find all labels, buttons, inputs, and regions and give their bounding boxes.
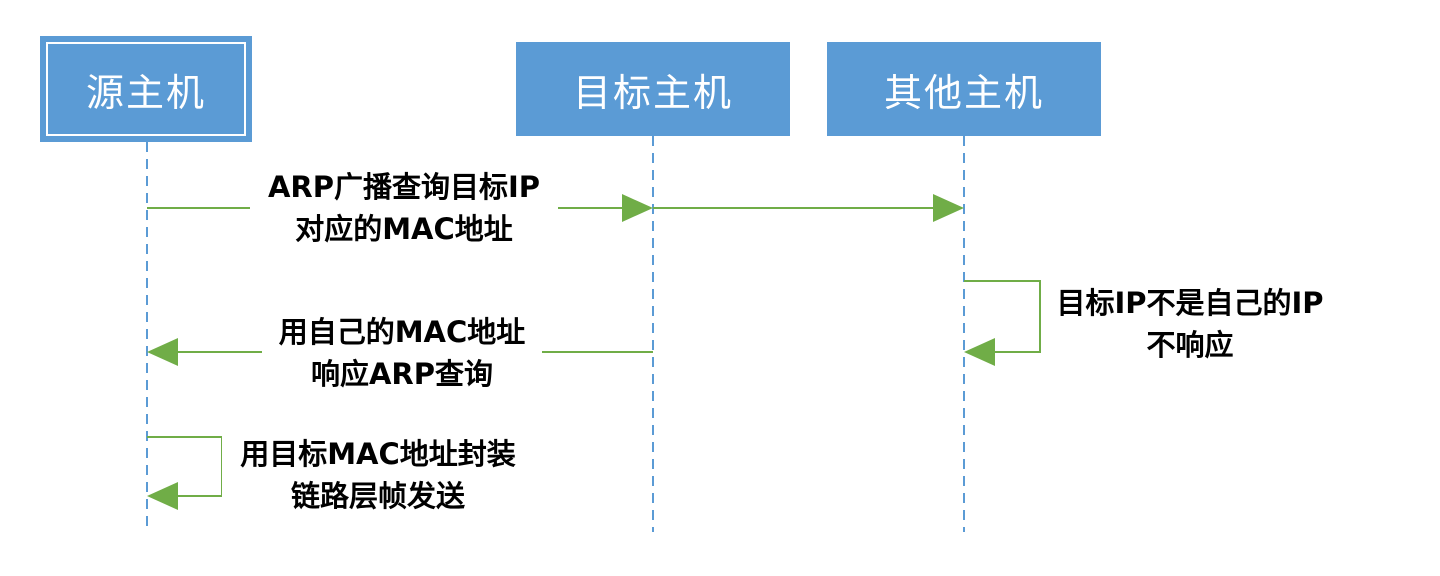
- message-arp-reply-line1: 用自己的MAC地址: [278, 315, 526, 349]
- arrowhead-source-self-loop: [147, 482, 178, 510]
- message-arp-broadcast: ARP广播查询目标IP 对应的MAC地址: [250, 166, 558, 250]
- message-no-reply: 目标IP不是自己的IP 不响应: [1040, 282, 1340, 366]
- message-no-reply-line2: 不响应: [1146, 328, 1234, 362]
- participant-target-host: 目标主机: [516, 42, 790, 136]
- message-encapsulate-line1: 用目标MAC地址封装: [240, 437, 516, 471]
- arrowhead-reply-to-source: [147, 338, 178, 366]
- participant-source-label: 源主机: [85, 70, 206, 115]
- message-arp-reply: 用自己的MAC地址 响应ARP查询: [262, 311, 542, 395]
- participant-other-host: 其他主机: [827, 42, 1101, 136]
- participant-target-label: 目标主机: [572, 70, 733, 115]
- participant-other-label: 其他主机: [883, 70, 1044, 115]
- message-encapsulate-line2: 链路层帧发送: [290, 479, 465, 513]
- arrowhead-other-self-loop: [964, 338, 995, 366]
- participant-source-inner-border: [46, 42, 246, 136]
- arrowhead-broadcast-to-other: [933, 194, 964, 222]
- participant-source-host: 源主机: [40, 36, 252, 142]
- arrow-source-self-loop: [147, 436, 223, 497]
- message-arp-broadcast-line2: 对应的MAC地址: [295, 212, 513, 246]
- message-arp-reply-line2: 响应ARP查询: [310, 357, 494, 391]
- message-encapsulate: 用目标MAC地址封装 链路层帧发送: [222, 433, 534, 517]
- message-no-reply-line1: 目标IP不是自己的IP: [1056, 286, 1324, 320]
- arrowhead-broadcast-to-target: [622, 194, 653, 222]
- arrow-other-self-loop: [964, 280, 1041, 353]
- message-arp-broadcast-line1: ARP广播查询目标IP: [267, 170, 541, 204]
